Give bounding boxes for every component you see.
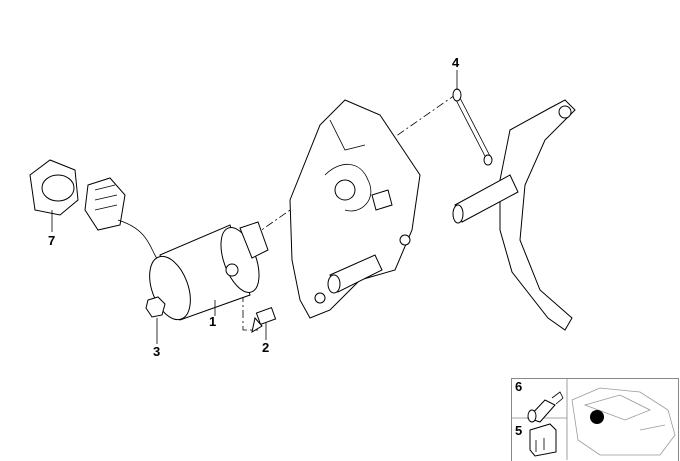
part-5-housing[interactable] <box>529 423 557 457</box>
bracket-housing <box>289 99 421 319</box>
part-1-motor[interactable] <box>142 221 269 325</box>
part-3-nut[interactable] <box>145 296 166 318</box>
clutch-pedal <box>452 99 576 331</box>
callout-1: 1 <box>209 314 217 329</box>
part-2-bolt[interactable] <box>251 306 277 334</box>
part-7-grommet[interactable] <box>29 159 79 216</box>
motor-connector <box>84 177 176 265</box>
callout-7: 7 <box>48 233 56 248</box>
callout-4: 4 <box>452 55 460 70</box>
vehicle-location-sketch <box>571 387 676 456</box>
callout-5: 5 <box>515 423 523 438</box>
callout-2: 2 <box>262 340 270 355</box>
part-4-push-rod[interactable] <box>452 88 493 166</box>
part-6-terminal[interactable] <box>527 391 564 423</box>
callout-6: 6 <box>515 379 523 394</box>
inset-box <box>511 378 679 461</box>
location-marker <box>590 410 604 424</box>
callout-3: 3 <box>153 344 161 359</box>
